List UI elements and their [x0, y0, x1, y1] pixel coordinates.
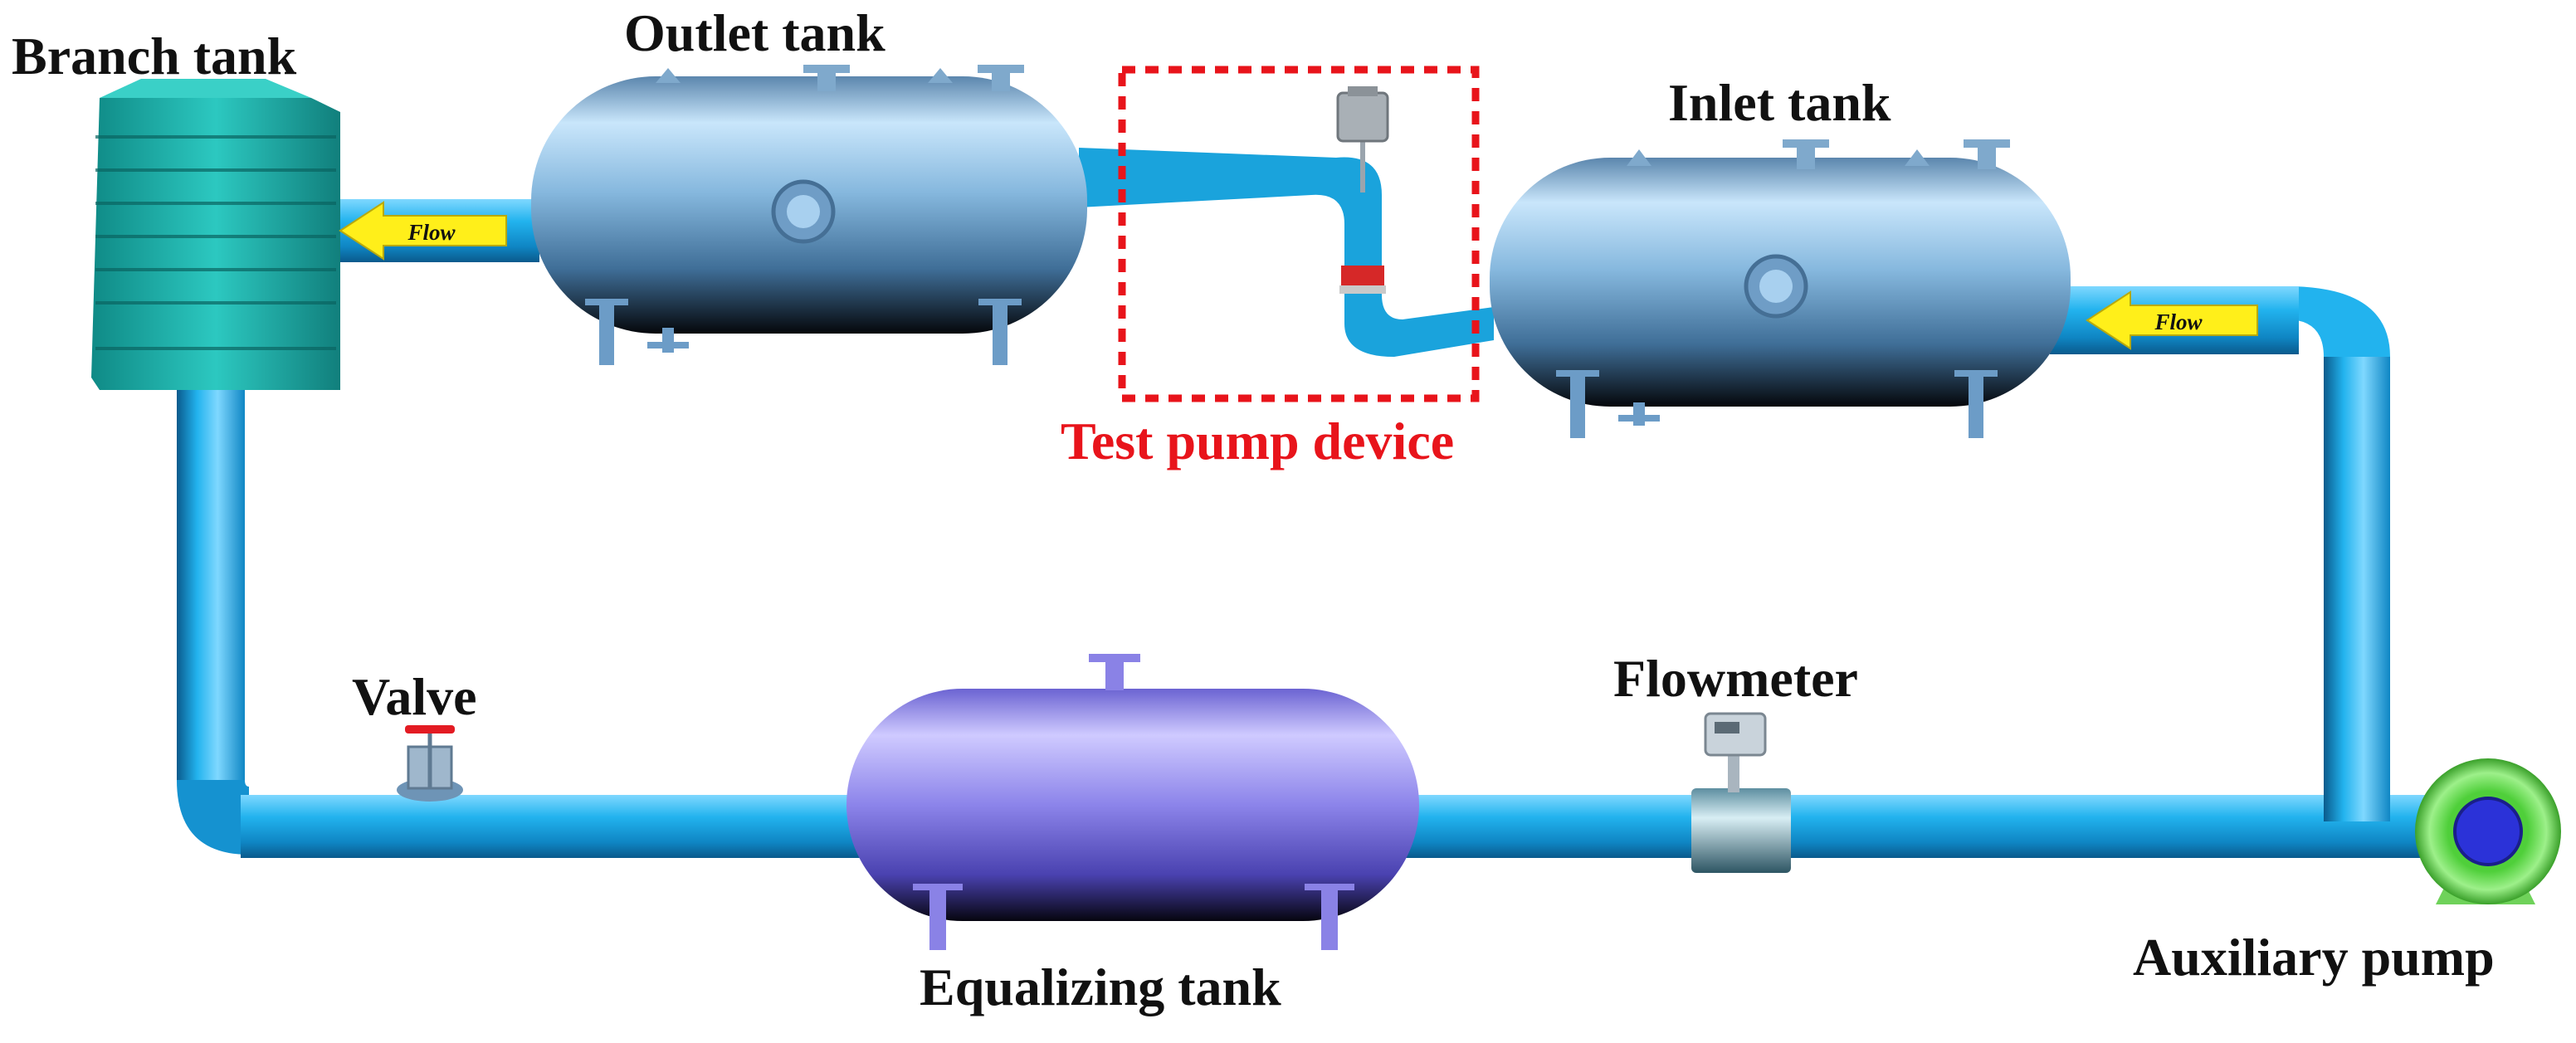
outlet-tank-label: Outlet tank [624, 3, 886, 62]
pipe-elbow-bottom-left [177, 780, 249, 855]
branch-tank [91, 79, 340, 390]
valve [397, 725, 463, 802]
auxiliary-pump [2415, 758, 2561, 904]
outlet-tank [531, 65, 1087, 365]
flow-arrow-label: Flow [2154, 309, 2203, 334]
test-pump-motor [1336, 91, 1389, 143]
flowmeter [1691, 712, 1791, 873]
test-pump-highlight-box [1118, 66, 1480, 402]
pipe-elbow-top-right [2286, 286, 2390, 357]
flow-arrow-inlet: Flow [2086, 290, 2258, 350]
flow-arrow-outlet: Flow [339, 201, 507, 261]
test-pump-device-label: Test pump device [1061, 412, 1455, 470]
flow-arrow-label: Flow [407, 220, 456, 245]
equalizing-tank [846, 654, 1419, 950]
test-pump-impeller-ring [1341, 266, 1384, 287]
inlet-tank [1490, 139, 2071, 438]
inlet-tank-label: Inlet tank [1668, 73, 1891, 132]
flowmeter-label: Flowmeter [1613, 649, 1858, 708]
branch-tank-label: Branch tank [12, 27, 297, 85]
auxiliary-pump-label: Auxiliary pump [2133, 928, 2495, 987]
equalizing-tank-label: Equalizing tank [920, 958, 1281, 1016]
pipe-right-vertical [2324, 357, 2390, 821]
pipe-test-section [1079, 148, 1494, 357]
pipe-left-vertical [177, 390, 245, 780]
valve-label: Valve [352, 667, 477, 726]
